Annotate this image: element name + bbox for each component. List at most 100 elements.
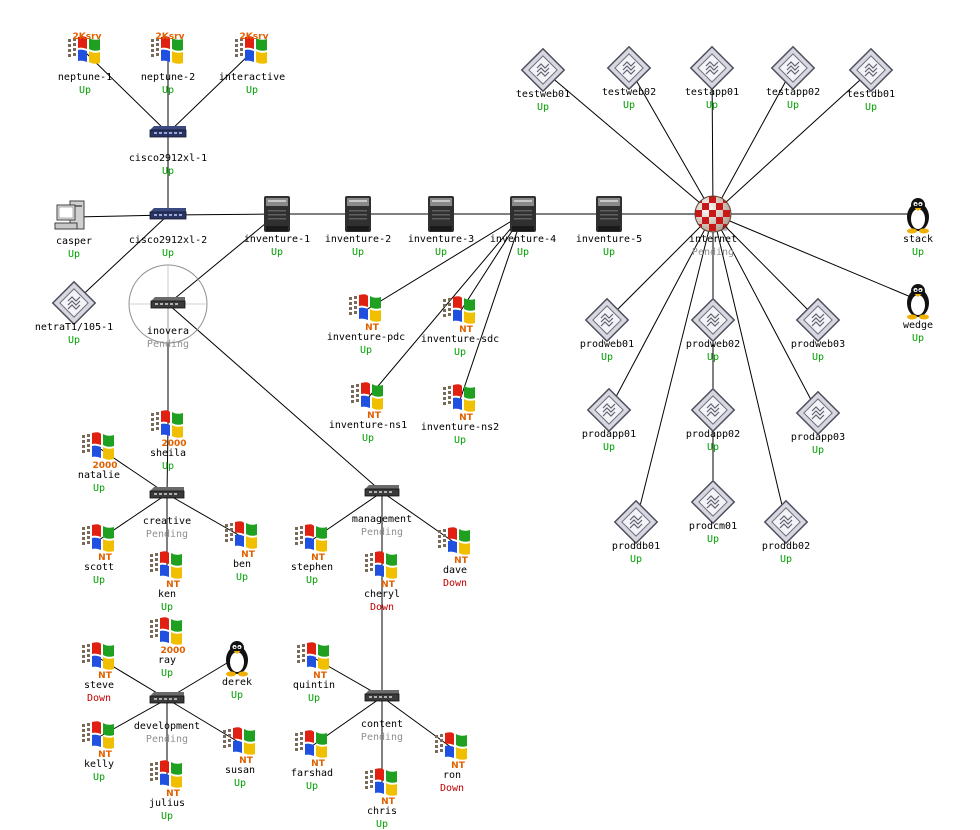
node-label: susan: [225, 765, 255, 776]
node-status: Up: [246, 85, 258, 96]
link-interactive-cisco1: [167, 51, 253, 134]
os-badge-icon: 2Ksrv: [156, 32, 185, 42]
os-badge-icon: NT: [365, 323, 380, 333]
node-inventure-4[interactable]: inventure-4Up: [490, 196, 556, 258]
node-label: inventure-sdc: [421, 334, 499, 345]
node-label: julius: [149, 798, 185, 809]
node-netra[interactable]: netraT1/105-1Up: [35, 281, 113, 346]
node-inventure-1[interactable]: inventure-1Up: [244, 196, 310, 258]
windows-nt-icon: [441, 295, 479, 325]
node-label: sheila: [150, 448, 186, 459]
node-inventure-2[interactable]: inventure-2Up: [325, 196, 391, 258]
node-label: netraT1/105-1: [35, 322, 113, 333]
node-status: Up: [912, 247, 924, 258]
os-badge-icon: NT: [239, 756, 254, 766]
link-inventure-4-inventure-pdc: [365, 213, 524, 311]
server-tower-icon: [264, 196, 290, 232]
link-internet-testapp01: [711, 67, 714, 215]
node-label: development: [134, 721, 200, 732]
node-label: inventure-1: [244, 234, 310, 245]
os-badge-icon: NT: [313, 671, 328, 681]
os-badge-icon: NT: [311, 553, 326, 563]
link-inovera-management: [167, 303, 383, 493]
node-status: Pending: [361, 527, 403, 538]
link-internet-prodweb01: [606, 213, 714, 321]
link-management-dave: [381, 491, 456, 544]
node-label: prodapp01: [582, 429, 636, 440]
node-cisco1[interactable]: cisco2912xl-1Up: [129, 125, 207, 177]
node-label: prodcm01: [689, 521, 737, 532]
os-badge-icon: NT: [367, 411, 382, 421]
node-label: natalie: [78, 470, 120, 481]
windows-nt-icon: [293, 729, 331, 759]
os-badge-icon: NT: [311, 759, 326, 769]
sun-server-icon: [614, 500, 658, 544]
node-cisco2[interactable]: cisco2912xl-2Up: [129, 207, 207, 259]
os-badge-icon: NT: [451, 761, 466, 771]
node-label: ben: [233, 559, 251, 570]
node-status: Up: [68, 249, 80, 260]
node-inventure-3[interactable]: inventure-3Up: [408, 196, 474, 258]
windows-nt-icon: [223, 520, 261, 550]
node-status: Up: [68, 335, 80, 346]
windows-nt-icon: [433, 731, 471, 761]
node-status: Up: [603, 442, 615, 453]
node-status: Pending: [147, 339, 189, 350]
node-label: farshad: [291, 768, 333, 779]
sun-server-icon: [52, 281, 96, 325]
node-label: ray: [158, 655, 176, 666]
node-inventure-5[interactable]: inventure-5Up: [576, 196, 642, 258]
os-badge-icon: 2Ksrv: [240, 32, 269, 42]
node-status: Down: [443, 578, 467, 589]
